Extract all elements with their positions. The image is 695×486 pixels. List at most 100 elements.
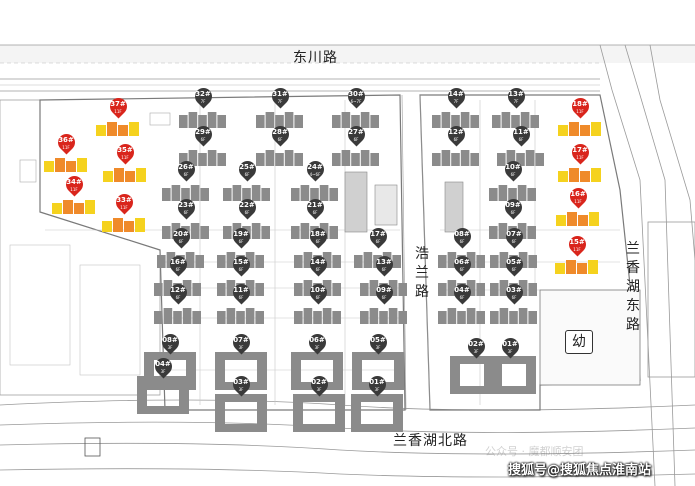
building-pin[interactable]: 25#6F — [234, 157, 260, 185]
building-pin[interactable]: 32#7F — [190, 84, 216, 112]
building-number: 28# — [272, 128, 288, 136]
building-pin[interactable]: 12#6F — [165, 280, 191, 308]
building-floors: 11F — [576, 109, 584, 114]
building-number: 11# — [513, 128, 529, 136]
building-pin[interactable]: 11#6F — [508, 122, 534, 150]
building-pin[interactable]: 09#6F — [371, 280, 397, 308]
building-pin[interactable]: 29#6F — [190, 122, 216, 150]
building-pin[interactable]: 03#3F — [228, 372, 254, 400]
building-pin[interactable]: 17#11F — [567, 140, 593, 168]
building-pin[interactable]: 36#11F — [53, 130, 79, 158]
building-pin[interactable]: 13#7F — [503, 84, 529, 112]
road-label-bottom: 兰香湖北路 — [393, 433, 468, 449]
building-pin[interactable]: 19#6F — [228, 224, 254, 252]
building-number: 24# — [307, 163, 323, 171]
building-footprint — [137, 376, 189, 414]
building-pin[interactable]: 31#7F — [267, 84, 293, 112]
building-pin[interactable]: 26#6F — [173, 157, 199, 185]
building-pin[interactable]: 10#6F — [500, 157, 526, 185]
building-pin[interactable]: 11#6F — [228, 280, 254, 308]
building-floors: 6F — [453, 137, 459, 142]
building-number: 09# — [376, 286, 392, 294]
building-pin[interactable]: 21#6F — [302, 195, 328, 223]
road-label-right: 兰香湖东路 — [625, 240, 641, 335]
building-pin[interactable]: 09#6F — [500, 195, 526, 223]
building-pin[interactable]: 14#6F — [305, 252, 331, 280]
road-label-middle-text: 浩兰路 — [415, 246, 429, 300]
building-number: 19# — [233, 230, 249, 238]
building-pin[interactable]: 17#6F — [365, 224, 391, 252]
building-pin[interactable]: 18#6F — [305, 224, 331, 252]
building-number: 18# — [572, 100, 588, 108]
building-floors: 11F — [114, 109, 122, 114]
building-number: 22# — [239, 201, 255, 209]
building-pin[interactable]: 06#3F — [304, 330, 330, 358]
building-number: 17# — [370, 230, 386, 238]
building-pin[interactable]: 15#6F — [228, 252, 254, 280]
building-number: 20# — [173, 230, 189, 238]
building-pin[interactable]: 20#6F — [168, 224, 194, 252]
building-footprint — [555, 260, 598, 274]
building-pin[interactable]: 08#3F — [157, 330, 183, 358]
building-pin[interactable]: 08#6F — [449, 224, 475, 252]
building-footprint — [217, 308, 264, 324]
building-number: 01# — [502, 340, 518, 348]
building-pin[interactable]: 30#6~7F — [343, 84, 369, 112]
building-pin[interactable]: 34#11F — [61, 172, 87, 200]
building-pin[interactable]: 35#11F — [112, 140, 138, 168]
building-pin[interactable]: 03#6F — [501, 280, 527, 308]
building-pin[interactable]: 27#6F — [343, 122, 369, 150]
building-pin[interactable]: 01#3F — [497, 334, 523, 362]
building-pin[interactable]: 10#6F — [305, 280, 331, 308]
building-pin[interactable]: 33#11F — [111, 190, 137, 218]
building-pin[interactable]: 05#3F — [365, 330, 391, 358]
building-number: 17# — [572, 146, 588, 154]
building-pin[interactable]: 16#6F — [165, 252, 191, 280]
building-floors: 3F — [316, 387, 322, 392]
building-number: 27# — [348, 128, 364, 136]
building-pin[interactable]: 04#6F — [449, 280, 475, 308]
building-floors: 6F — [183, 172, 189, 177]
building-pin[interactable]: 12#6F — [443, 122, 469, 150]
building-pin[interactable]: 13#6F — [371, 252, 397, 280]
building-floors: 6~7F — [350, 99, 362, 104]
building-pin[interactable]: 07#6F — [501, 224, 527, 252]
building-floors: 4~6F — [309, 172, 321, 177]
building-footprint — [497, 150, 544, 166]
building-floors: 6F — [353, 137, 359, 142]
building-pin[interactable]: 23#6F — [173, 195, 199, 223]
building-number: 06# — [454, 258, 470, 266]
building-floors: 6F — [244, 210, 250, 215]
watermark: 搜狐号@搜狐焦点淮南站 — [508, 463, 652, 478]
building-pin[interactable]: 02#3F — [463, 334, 489, 362]
building-pin[interactable]: 15#11F — [564, 232, 590, 260]
building-floors: 3F — [375, 345, 381, 350]
building-number: 37# — [110, 100, 126, 108]
building-pin[interactable]: 04#3F — [150, 354, 176, 382]
building-floors: 3F — [507, 349, 513, 354]
building-pin[interactable]: 37#11F — [105, 94, 131, 122]
building-number: 14# — [310, 258, 326, 266]
building-pin[interactable]: 18#11F — [567, 94, 593, 122]
building-floors: 11F — [120, 205, 128, 210]
building-pin[interactable]: 06#6F — [449, 252, 475, 280]
building-pin[interactable]: 05#6F — [501, 252, 527, 280]
building-floors: 6F — [381, 267, 387, 272]
building-floors: 11F — [62, 145, 70, 150]
building-pin[interactable]: 16#11F — [565, 184, 591, 212]
building-number: 08# — [162, 336, 178, 344]
building-floors: 6F — [381, 295, 387, 300]
building-number: 07# — [233, 336, 249, 344]
building-pin[interactable]: 07#3F — [228, 330, 254, 358]
building-floors: 11F — [121, 155, 129, 160]
building-pin[interactable]: 02#3F — [306, 372, 332, 400]
building-pin[interactable]: 14#7F — [443, 84, 469, 112]
building-number: 04# — [155, 360, 171, 368]
building-number: 10# — [505, 163, 521, 171]
building-pin[interactable]: 24#4~6F — [302, 157, 328, 185]
building-pin[interactable]: 22#6F — [234, 195, 260, 223]
building-pin[interactable]: 28#6F — [267, 122, 293, 150]
building-footprint — [256, 112, 303, 128]
building-pin[interactable]: 01#3F — [364, 372, 390, 400]
